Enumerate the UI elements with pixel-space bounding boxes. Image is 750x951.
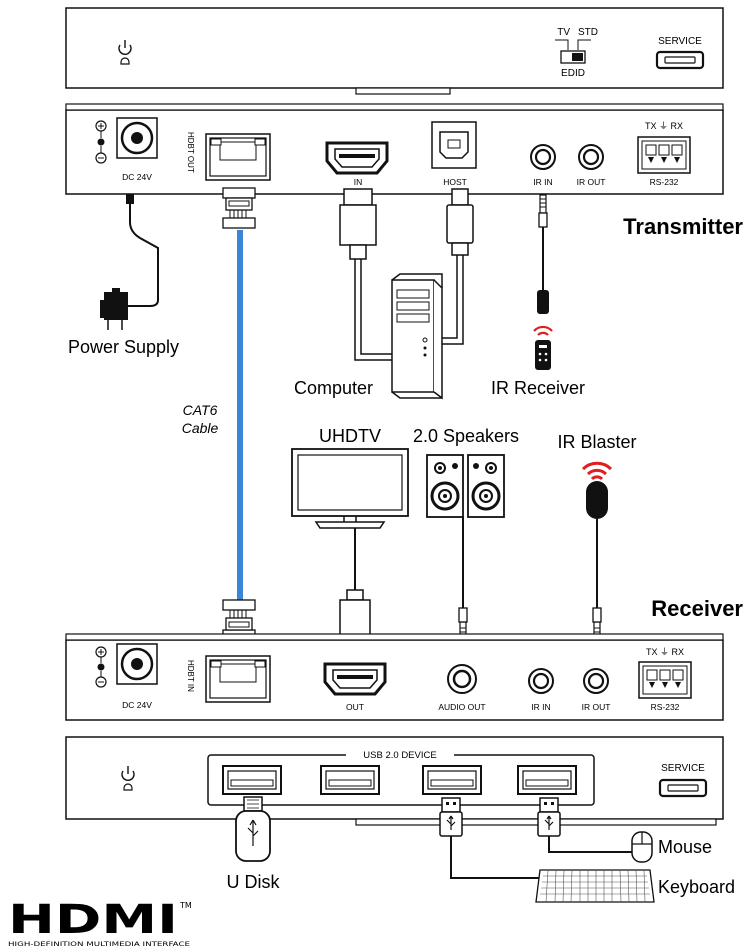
computer-hdmi-cable: [339, 188, 392, 361]
usb-host-label: HOST: [443, 177, 467, 187]
hdmi-trademark: TM: [179, 901, 192, 910]
receiver-front-panel: USB 2.0 DEVICE SERVICE: [65, 736, 724, 826]
speakers-label: 2.0 Speakers: [413, 426, 519, 446]
service-port-label: SERVICE: [661, 763, 705, 774]
hdmi-logo-text: HDMI: [8, 897, 178, 943]
hdbt-out-label: HDBT OUT: [186, 132, 195, 173]
keyboard-usb-plug: [439, 797, 463, 837]
power-supply-label: Power Supply: [68, 337, 179, 357]
keyboard-cable: [450, 836, 540, 879]
mouse-cable: [548, 836, 632, 853]
usb-device-port-3[interactable]: [422, 765, 482, 795]
mouse: [631, 831, 653, 863]
service-port[interactable]: SERVICE: [655, 36, 705, 70]
dc-port-label: DC 24V: [122, 172, 152, 182]
transmitter-front-panel: TV STD EDID SERVICE: [65, 7, 724, 95]
computer-tower: [391, 273, 443, 400]
ir-in-port[interactable]: IR IN: [529, 143, 557, 187]
ir-receiver-label: IR Receiver: [491, 378, 585, 398]
computer-usb-cable: [434, 188, 474, 345]
dc-polarity-icon: [95, 646, 107, 688]
cable-name-label: Cable: [182, 420, 219, 436]
edid-switch-tv-label: TV: [557, 27, 570, 38]
ir-out-port[interactable]: IR OUT: [577, 143, 606, 187]
cat6-cable: [222, 187, 256, 641]
dc-24v-port[interactable]: DC 24V: [116, 643, 158, 710]
ir-receiver: [533, 194, 553, 370]
hdmi-out-port[interactable]: OUT: [323, 662, 387, 712]
dc-port-label: DC 24V: [122, 700, 152, 710]
dc-24v-port[interactable]: DC 24V: [116, 117, 158, 182]
ir-blaster: [581, 461, 613, 641]
u-disk-label: U Disk: [227, 872, 281, 892]
u-disk: [235, 796, 271, 862]
rs232-pins-label: TX ⏚ RX: [645, 121, 683, 131]
speakers: [426, 454, 505, 641]
uhdtv: [291, 448, 409, 653]
rs232-pins-label: TX ⏚ RX: [646, 647, 684, 657]
hdmi-in-label: IN: [354, 177, 363, 187]
hdmi-logo: HDMI TM HIGH-DEFINITION MULTIMEDIA INTER…: [8, 897, 192, 948]
usb-device-port-2[interactable]: [320, 765, 380, 795]
service-port-label: SERVICE: [658, 36, 702, 47]
cable-type-label: CAT6: [183, 402, 218, 418]
power-supply: [100, 194, 159, 330]
audio-out-port[interactable]: AUDIO OUT: [438, 664, 486, 712]
hdmi-in-port[interactable]: IN: [325, 141, 389, 187]
ir-out-label: IR OUT: [577, 177, 606, 187]
mouse-label: Mouse: [658, 837, 712, 857]
transmitter-rear-panel: DC 24V HDBT OUT IN HOST IR IN IR OUT TX …: [65, 103, 724, 195]
edid-switch[interactable]: TV STD EDID: [555, 27, 598, 79]
hdmi-tagline: HIGH-DEFINITION MULTIMEDIA INTERFACE: [8, 941, 190, 948]
computer-label: Computer: [294, 378, 373, 398]
ir-out-label: IR OUT: [582, 702, 611, 712]
receiver-heading: Receiver: [651, 596, 743, 621]
usb-device-group-label: USB 2.0 DEVICE: [363, 750, 436, 761]
service-port[interactable]: SERVICE: [658, 763, 708, 798]
audio-out-label: AUDIO OUT: [438, 702, 485, 712]
ir-blaster-label: IR Blaster: [557, 432, 636, 452]
transmitter-heading: Transmitter: [623, 214, 743, 239]
rs232-label: RS-232: [650, 177, 679, 187]
ir-in-label: IR IN: [533, 177, 552, 187]
usb-host-port[interactable]: HOST: [431, 121, 477, 187]
receiver-rear-panel: DC 24V HDBT IN OUT AUDIO OUT IR IN IR OU…: [65, 633, 724, 721]
rs232-label: RS-232: [651, 702, 680, 712]
keyboard: [535, 869, 655, 903]
hdbt-in-label: HDBT IN: [186, 660, 195, 692]
rs232-port[interactable]: TX ⏚ RX RS-232: [638, 647, 692, 712]
hdbt-out-port[interactable]: [205, 133, 271, 181]
keyboard-label: Keyboard: [658, 877, 735, 897]
edid-switch-std-label: STD: [578, 27, 598, 38]
rs232-port[interactable]: TX ⏚ RX RS-232: [637, 121, 691, 187]
usb-device-port-4[interactable]: [517, 765, 577, 795]
uhdtv-label: UHDTV: [319, 426, 381, 446]
ir-in-port[interactable]: IR IN: [527, 667, 555, 712]
usb-device-port-1[interactable]: [222, 765, 282, 795]
ir-in-label: IR IN: [531, 702, 550, 712]
hdmi-out-label: OUT: [346, 702, 364, 712]
hdbt-in-port[interactable]: [205, 655, 271, 703]
mouse-usb-plug: [537, 797, 561, 837]
edid-switch-label: EDID: [561, 68, 585, 79]
ir-out-port[interactable]: IR OUT: [582, 667, 611, 712]
dc-polarity-icon: [95, 120, 107, 164]
